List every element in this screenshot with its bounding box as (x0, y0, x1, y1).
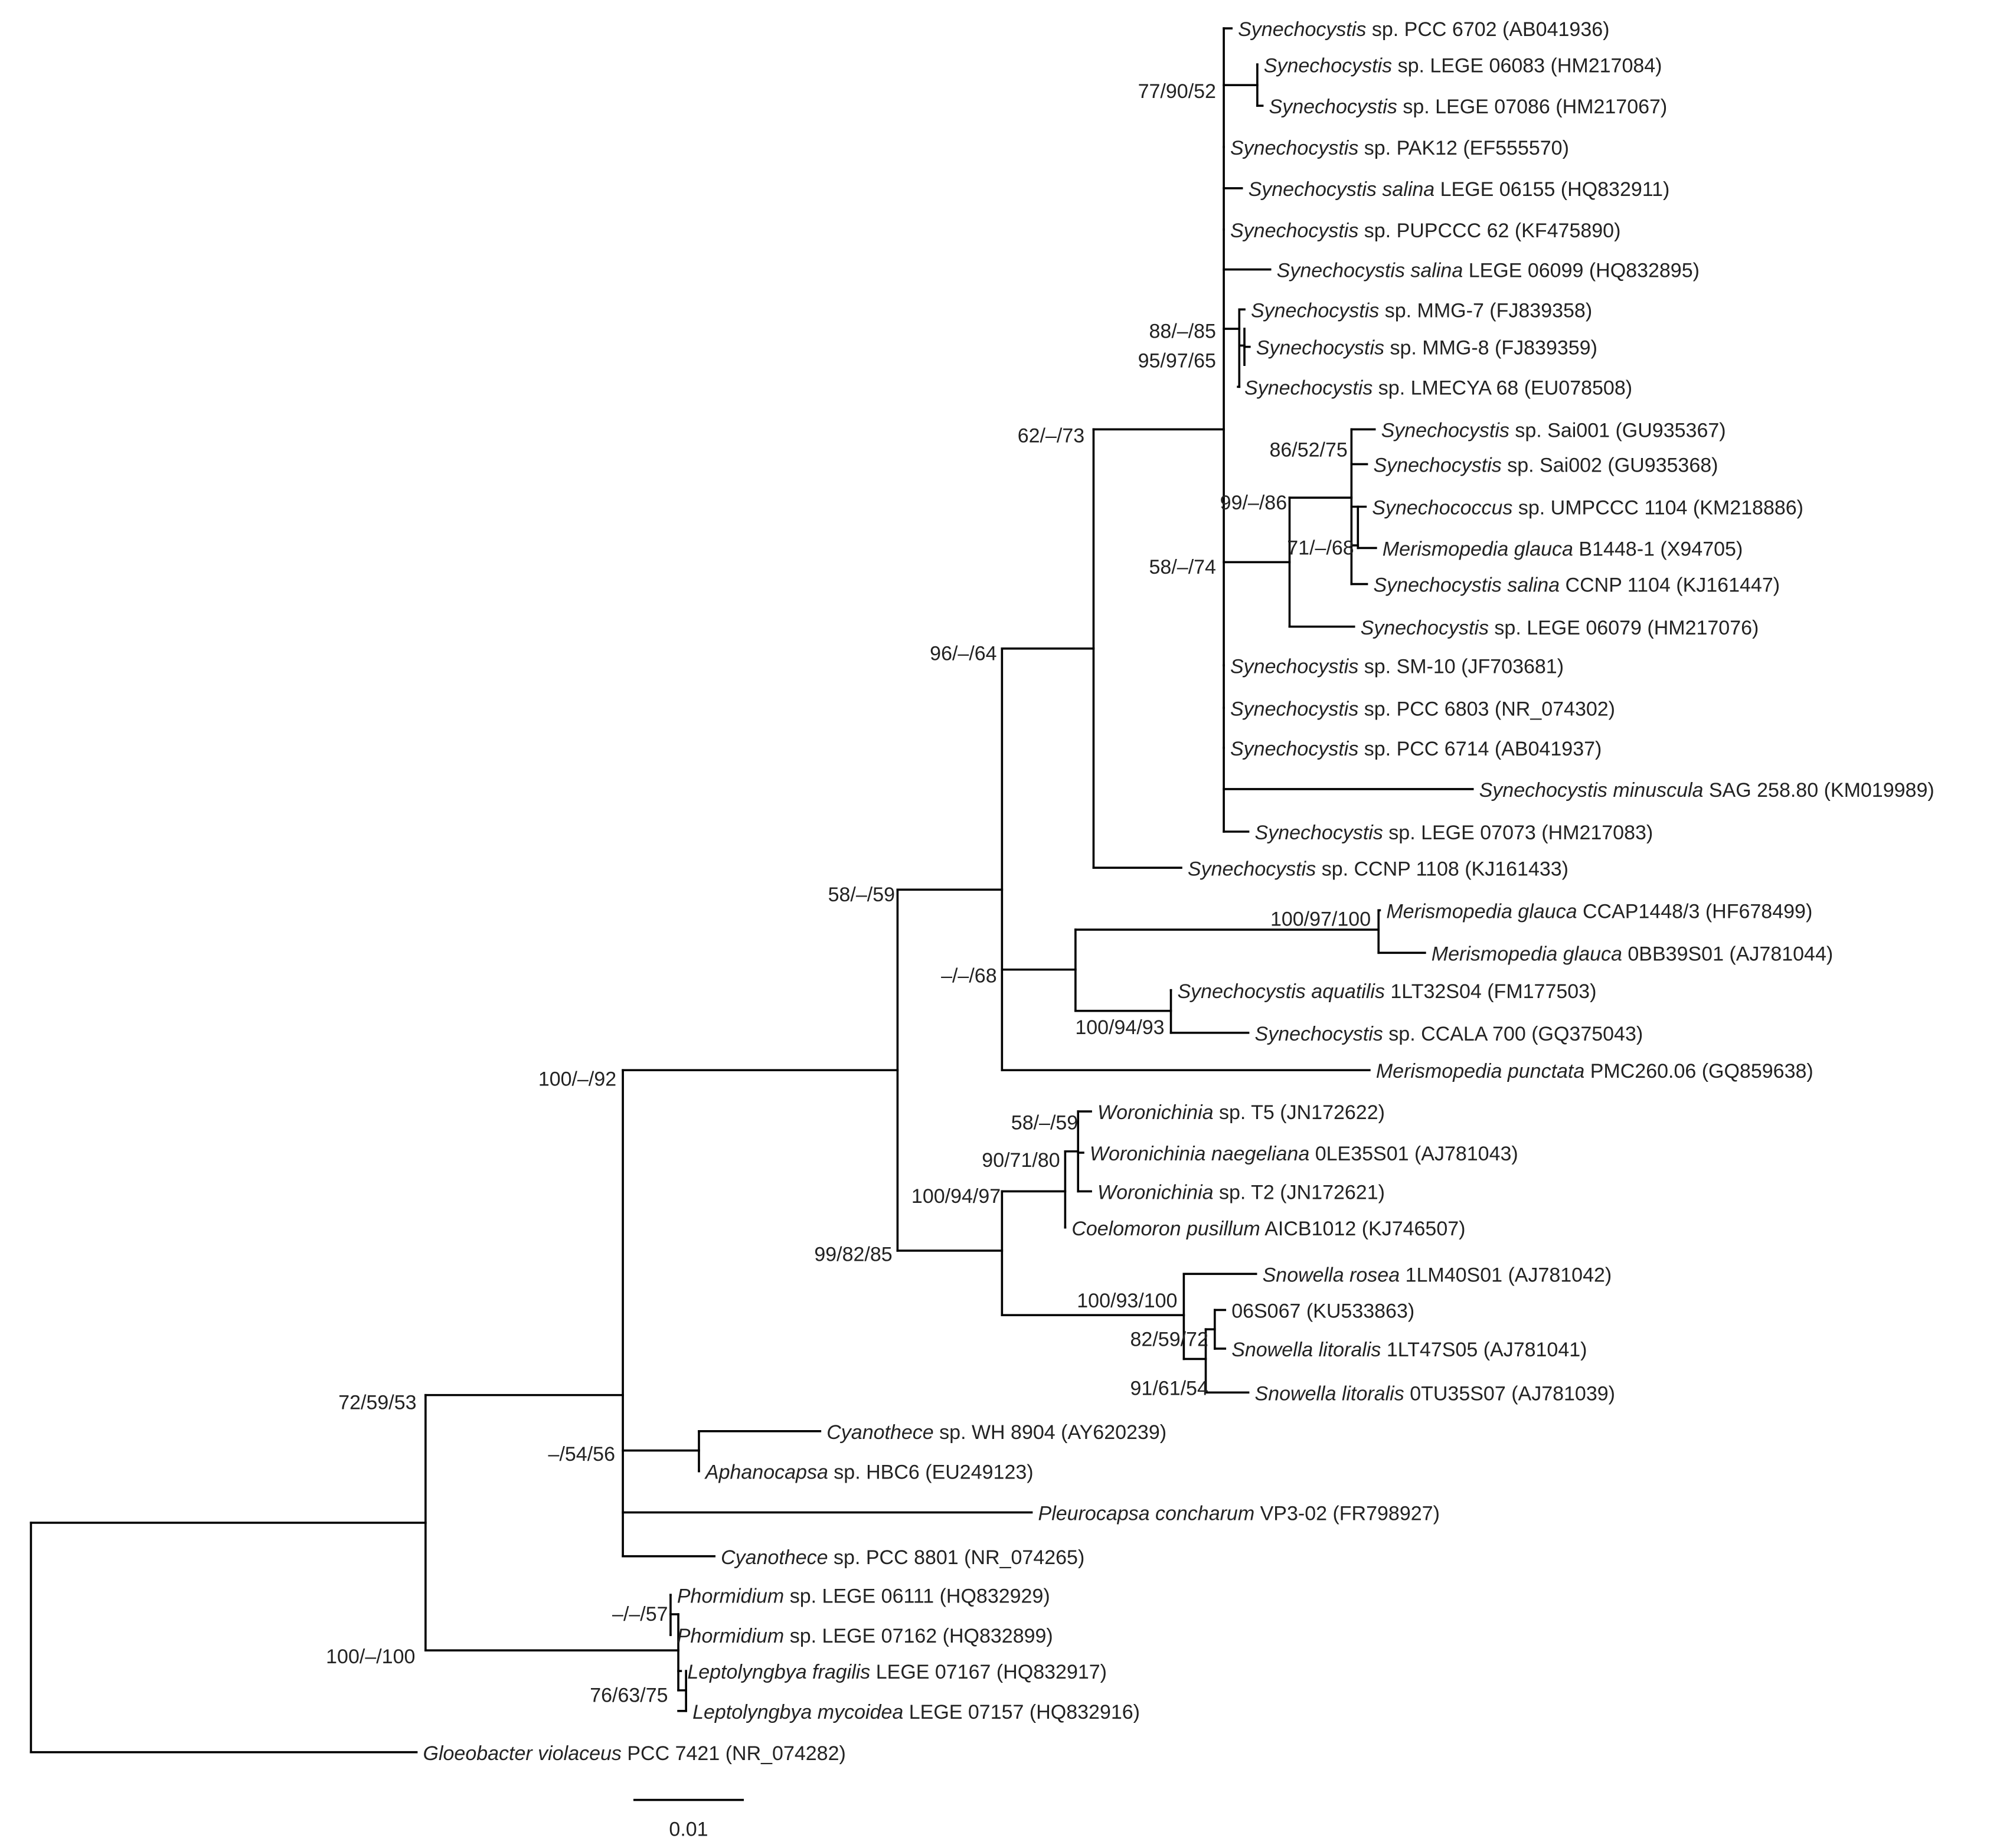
support-value: 88/–/85 (1149, 320, 1216, 342)
support-value: 62/–/73 (1018, 424, 1084, 447)
support-value: 58/–/59 (1011, 1112, 1078, 1134)
taxon-label: Snowella litoralis 1LT47S05 (AJ781041) (1231, 1339, 1587, 1361)
support-value: 77/90/52 (1138, 80, 1216, 103)
taxon-label: Cyanothece sp. WH 8904 (AY620239) (826, 1421, 1166, 1444)
taxon-label: Synechocystis sp. Sai002 (GU935368) (1373, 454, 1718, 477)
taxon-label: Woronichinia naegeliana 0LE35S01 (AJ7810… (1090, 1143, 1518, 1165)
support-value: –/–/68 (941, 965, 997, 987)
taxon-label: Phormidium sp. LEGE 06111 (HQ832929) (677, 1585, 1050, 1607)
taxon-label: Synechocystis sp. PCC 6803 (NR_074302) (1230, 698, 1615, 720)
support-value: 90/71/80 (982, 1149, 1060, 1172)
taxon-label: Synechocystis sp. MMG-7 (FJ839358) (1251, 299, 1592, 322)
taxon-label: Synechocystis sp. LMECYA 68 (EU078508) (1244, 377, 1632, 399)
support-value: 86/52/75 (1269, 439, 1347, 461)
taxon-label: Merismopedia glauca CCAP1448/3 (HF678499… (1386, 900, 1812, 923)
taxon-label: Merismopedia punctata PMC260.06 (GQ85963… (1376, 1060, 1813, 1082)
taxon-label: Woronichinia sp. T2 (JN172621) (1097, 1182, 1385, 1204)
taxon-label: Cyanothece sp. PCC 8801 (NR_074265) (721, 1546, 1084, 1569)
taxon-label-highlighted: 06S067 (KU533863) (1231, 1300, 1414, 1323)
support-value: 96/–/64 (930, 642, 996, 665)
taxon-label: Synechocystis sp. LEGE 06079 (HM217076) (1361, 617, 1759, 639)
support-value: 100/97/100 (1270, 908, 1371, 930)
taxon-label: Aphanocapsa sp. HBC6 (EU249123) (704, 1461, 1034, 1484)
taxon-label: Synechococcus sp. UMPCCC 1104 (KM218886) (1372, 497, 1803, 519)
support-value: 58/–/59 (828, 884, 895, 906)
taxon-label: Synechocystis sp. PAK12 (EF555570) (1230, 137, 1569, 159)
taxon-label: Synechocystis salina LEGE 06155 (HQ83291… (1249, 178, 1670, 201)
support-value: 100/94/93 (1075, 1016, 1164, 1039)
taxon-label: Synechocystis sp. MMG-8 (FJ839359) (1256, 337, 1597, 359)
taxon-label: Woronichinia sp. T5 (JN172622) (1097, 1101, 1385, 1124)
support-value: 82/59/72 (1130, 1329, 1208, 1351)
support-value: –/–/57 (612, 1603, 668, 1625)
support-value: 99/–/86 (1220, 492, 1287, 514)
taxon-label: Synechocystis minuscula SAG 258.80 (KM01… (1479, 779, 1934, 802)
taxon-label: Synechocystis sp. LEGE 07086 (HM217067) (1269, 96, 1668, 118)
support-value: 71/–/68 (1287, 537, 1354, 559)
scale-bar-label: 0.01 (669, 1818, 708, 1841)
taxon-label: Gloeobacter violaceus PCC 7421 (NR_07428… (423, 1742, 846, 1765)
support-value: 100/93/100 (1077, 1290, 1177, 1312)
taxon-label: Synechocystis sp. CCNP 1108 (KJ161433) (1188, 858, 1568, 880)
taxon-label: Synechocystis salina LEGE 06099 (HQ83289… (1277, 260, 1700, 282)
tree-labels: 77/90/52 88/–/85 95/97/65 62/–/73 86/52/75 99… (326, 18, 1934, 1841)
support-value: –/54/56 (548, 1443, 615, 1466)
taxon-label: Synechocystis aquatilis 1LT32S04 (FM1775… (1177, 980, 1596, 1003)
taxon-label: Synechocystis sp. Sai001 (GU935367) (1381, 420, 1726, 442)
taxon-label: Synechocystis sp. SM-10 (JF703681) (1230, 655, 1564, 678)
taxon-label: Synechocystis sp. LEGE 06083 (HM217084) (1264, 54, 1662, 77)
taxon-label: Coelomoron pusillum AICB1012 (KJ746507) (1071, 1218, 1465, 1240)
taxon-label: Synechocystis sp. LEGE 07073 (HM217083) (1255, 822, 1653, 844)
taxon-label: Leptolyngbya mycoidea LEGE 07157 (HQ8329… (692, 1701, 1140, 1723)
taxon-label: Merismopedia glauca B1448-1 (X94705) (1383, 538, 1743, 561)
taxon-label: Pleurocapsa concharum VP3-02 (FR798927) (1038, 1503, 1440, 1525)
support-value: 100/–/100 (326, 1646, 415, 1668)
support-value: 95/97/65 (1138, 350, 1216, 372)
taxon-label: Synechocystis sp. CCALA 700 (GQ375043) (1255, 1023, 1643, 1045)
support-value: 100/94/97 (911, 1185, 1001, 1208)
taxon-label: Snowella litoralis 0TU35S07 (AJ781039) (1255, 1382, 1615, 1405)
taxon-label: Phormidium sp. LEGE 07162 (HQ832899) (677, 1625, 1053, 1647)
support-value: 99/82/85 (814, 1243, 892, 1265)
taxon-label: Merismopedia glauca 0BB39S01 (AJ781044) (1432, 943, 1833, 965)
tree-branches (30, 27, 1474, 1801)
taxon-label: Synechocystis sp. PCC 6714 (AB041937) (1230, 738, 1602, 760)
taxon-label: Synechocystis salina CCNP 1104 (KJ161447… (1373, 574, 1780, 597)
taxon-label: Synechocystis sp. PCC 6702 (AB041936) (1238, 18, 1609, 41)
taxon-label: Leptolyngbya fragilis LEGE 07167 (HQ8329… (687, 1661, 1107, 1683)
support-value: 91/61/54 (1130, 1378, 1208, 1400)
taxon-label: Snowella rosea 1LM40S01 (AJ781042) (1263, 1264, 1612, 1286)
support-value: 58/–/74 (1149, 556, 1216, 578)
support-value: 100/–/92 (538, 1068, 616, 1090)
taxon-label: Synechocystis sp. PUPCCC 62 (KF475890) (1230, 220, 1620, 242)
support-value: 76/63/75 (590, 1685, 668, 1707)
support-value: 72/59/53 (338, 1392, 416, 1414)
